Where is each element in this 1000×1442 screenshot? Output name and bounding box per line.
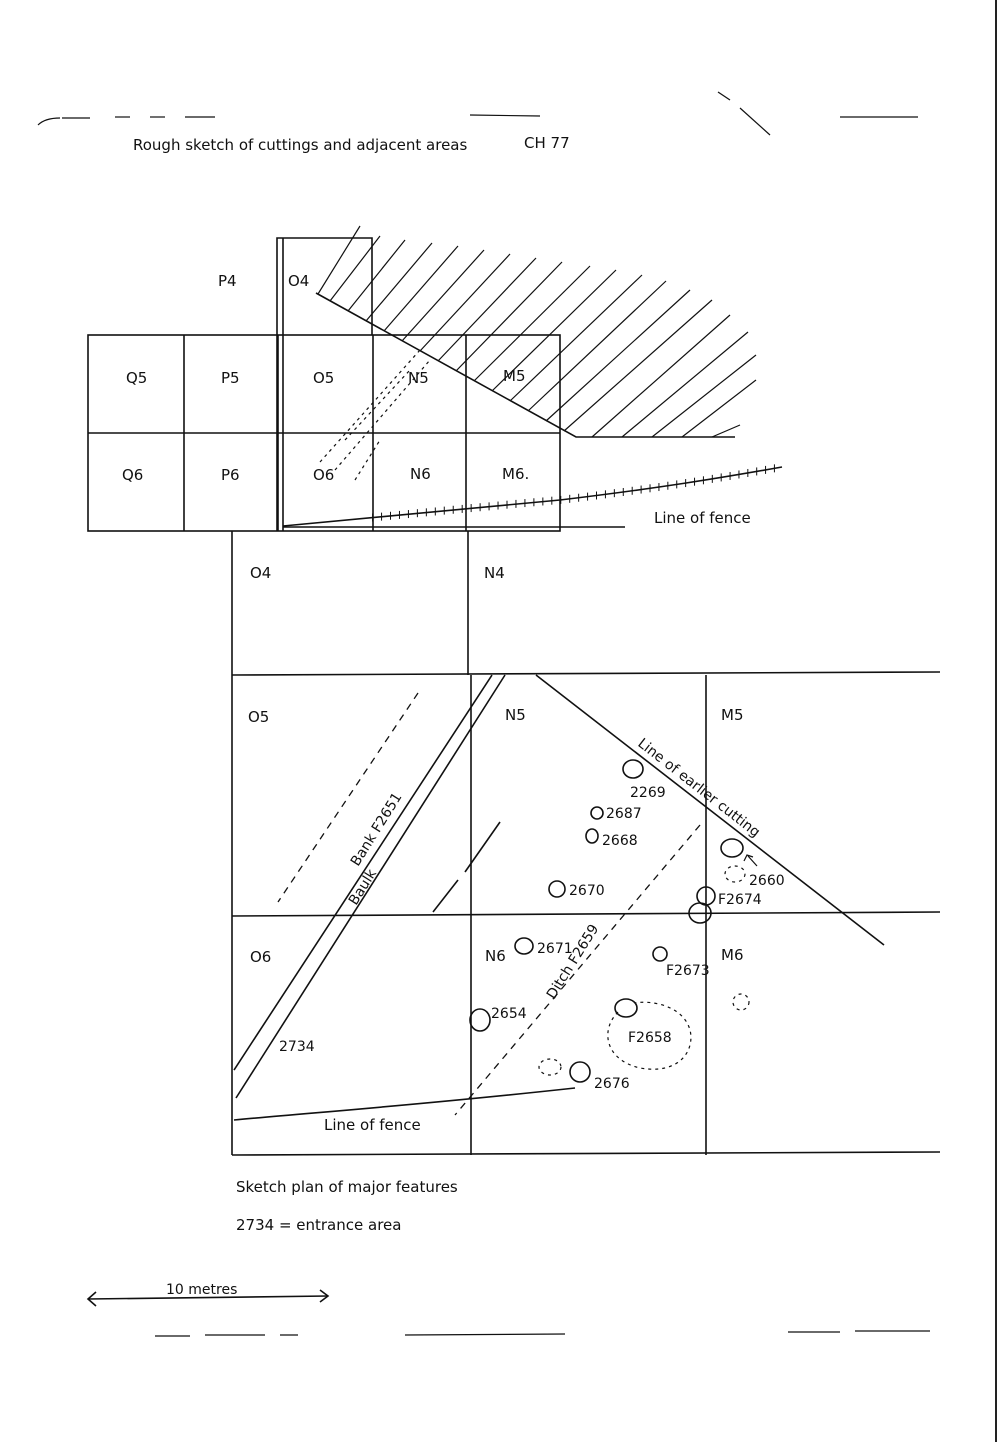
- n5-mark-1: [464, 821, 501, 873]
- square-label-m5: M5: [503, 367, 526, 385]
- square-label-o6-lower: O6: [250, 948, 271, 966]
- feature-label-2671: 2671: [537, 941, 573, 957]
- square-label-m5-lower: M5: [721, 706, 744, 724]
- square-label-m6-lower: M6: [721, 946, 744, 964]
- square-label-p5: P5: [221, 369, 240, 387]
- feature-label-2670: 2670: [569, 883, 605, 899]
- bank-baulk-lines: [233, 674, 506, 1099]
- square-label-n4-lower: N4: [484, 564, 505, 582]
- scale-bar: [86, 1289, 330, 1307]
- stipple-band: [319, 349, 431, 481]
- feature-label-f2673: F2673: [666, 963, 710, 979]
- hatched-area: [317, 225, 757, 438]
- square-label-n6: N6: [410, 465, 431, 483]
- lower-plan-grid: [231, 531, 941, 1156]
- square-label-o4-lower: O4: [250, 564, 271, 582]
- square-label-q6: Q6: [122, 466, 143, 484]
- feature-label-2676: 2676: [594, 1076, 630, 1092]
- feature-label-2687: 2687: [606, 806, 642, 822]
- feature-label-2269: 2269: [630, 785, 666, 801]
- top-dash-marks: [37, 91, 918, 136]
- lower-fence-line: [233, 1087, 576, 1121]
- entrance-label: 2734: [279, 1039, 315, 1055]
- baulk-label: Baulk: [346, 866, 381, 908]
- square-label-p4: P4: [218, 272, 237, 290]
- square-label-o5-lower: O5: [248, 708, 269, 726]
- feature-marks: [469, 759, 758, 1083]
- bank-label: Bank F2651: [348, 790, 406, 869]
- sheet-title: Rough sketch of cuttings and adjacent ar…: [133, 136, 467, 154]
- sheet-code: CH 77: [524, 134, 570, 152]
- square-label-o5: O5: [313, 369, 334, 387]
- o4-box: [276, 237, 373, 531]
- square-label-q5: Q5: [126, 369, 147, 387]
- feature-label-2660: 2660: [749, 873, 785, 889]
- bottom-dash-marks: [155, 1330, 930, 1337]
- square-label-o6: O6: [313, 466, 334, 484]
- ditch-line: [454, 824, 701, 1116]
- feature-label-2654: 2654: [491, 1006, 527, 1022]
- upper-plan-grid: [87, 237, 735, 532]
- earlier-cutting-line: [535, 674, 885, 946]
- square-label-n5-lower: N5: [505, 706, 526, 724]
- caption-entrance: 2734 = entrance area: [236, 1216, 401, 1234]
- caption-sketch-plan: Sketch plan of major features: [236, 1178, 458, 1196]
- feature-label-f2674: F2674: [718, 892, 762, 908]
- square-label-p6: P6: [221, 466, 240, 484]
- square-label-o4: O4: [288, 272, 309, 290]
- square-label-m6: M6.: [502, 465, 529, 483]
- square-label-n6-lower: N6: [485, 947, 506, 965]
- ditch-label: Ditch F2659: [544, 922, 603, 1002]
- hatched-area-boundary: [315, 292, 735, 438]
- lower-fence-label: Line of fence: [324, 1116, 421, 1134]
- square-label-n5: N5: [408, 369, 429, 387]
- feature-label-2668: 2668: [602, 833, 638, 849]
- upper-fence-label: Line of fence: [654, 509, 751, 527]
- n5-mark-2: [432, 879, 459, 913]
- feature-label-f2658: F2658: [628, 1030, 672, 1046]
- upper-fence: [282, 464, 783, 528]
- scale-label: 10 metres: [166, 1282, 237, 1298]
